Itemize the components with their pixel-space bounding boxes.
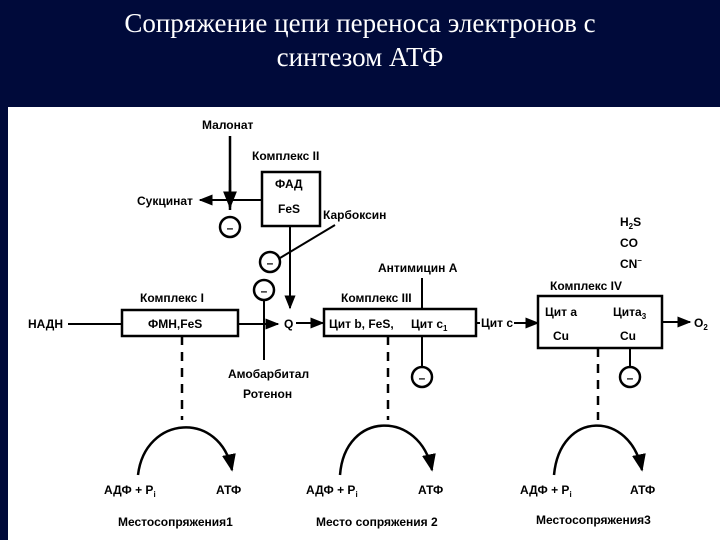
title-line-1: Сопряжение цепи переноса электронов с (124, 8, 596, 38)
fmn-fes-label: ФМН,FeS (148, 317, 202, 331)
h2s-label: H2S (620, 215, 641, 231)
site3-arc (552, 424, 646, 476)
cyt-c1-label: Цит c1 (411, 317, 448, 333)
site1-atp-label: АТФ (216, 483, 241, 497)
site3-atp-label: АТФ (630, 483, 655, 497)
inhibitor-carboxin-sign: – (267, 256, 274, 270)
cyt-c-label: Цит c (481, 316, 513, 330)
cyt-b-fes-label: Цит b, FeS, (329, 317, 394, 331)
cyt-a3-label: Цита3 (613, 305, 647, 321)
inhibitor-antimycin-circle (410, 365, 434, 389)
succinate-label: Сукцинат (137, 194, 193, 208)
slide-title: Сопряжение цепи переноса электронов с си… (0, 6, 720, 74)
site1-caption: Местосопряжения1 (118, 515, 233, 529)
cu1-label: Cu (553, 329, 569, 343)
site3-adp-label: АДФ + Pi (520, 483, 572, 499)
carboxin-line (279, 224, 336, 259)
site2-atp-label: АТФ (418, 483, 443, 497)
site1-arc (136, 426, 236, 476)
complex4-label: Комплекс IV (550, 279, 622, 293)
fad-label: ФАД (275, 177, 303, 191)
malonate-label: Малонат (202, 118, 254, 132)
fes-c2-label: FeS (278, 202, 300, 216)
inhibitor-rotenone-sign: – (261, 284, 268, 298)
site3-caption: Местосопряжения3 (536, 513, 651, 527)
cn-label: CN– (620, 256, 642, 271)
inhibitor-antimycin-sign: – (419, 371, 426, 385)
inhibitor-malonate-sign: – (227, 221, 234, 235)
cu2-label: Cu (620, 329, 636, 343)
site1-adp-label: АДФ + Pi (104, 483, 156, 499)
complex2-box (260, 170, 322, 228)
complex3-label: Комплекс III (341, 291, 412, 305)
complex2-label: Комплекс II (252, 149, 319, 163)
q-label: Q (284, 317, 293, 331)
co-label: CO (620, 236, 638, 250)
o2-label: O2 (694, 316, 708, 332)
inhibitor-malonate-circle (218, 215, 242, 239)
inhibitor-cyanide-sign: – (627, 371, 634, 385)
amobarbital-label: Амобарбитал (228, 367, 309, 381)
nadh-label: НАДН (28, 317, 63, 331)
site2-adp-label: АДФ + Pi (306, 483, 358, 499)
inhibitor-carboxin-circle (258, 250, 282, 274)
rotenone-label: Ротенон (243, 387, 292, 401)
antimycin-label: Антимицин А (378, 261, 458, 275)
site2-caption: Место сопряжения 2 (316, 515, 438, 529)
cyt-a-label: Цит a (545, 305, 577, 319)
site2-arc (338, 424, 436, 476)
title-line-2: синтезом АТФ (276, 42, 444, 72)
carboxin-label: Карбоксин (323, 208, 386, 222)
complex1-label: Комплекс I (140, 291, 204, 305)
inhibitor-cyanide-circle (618, 365, 642, 389)
